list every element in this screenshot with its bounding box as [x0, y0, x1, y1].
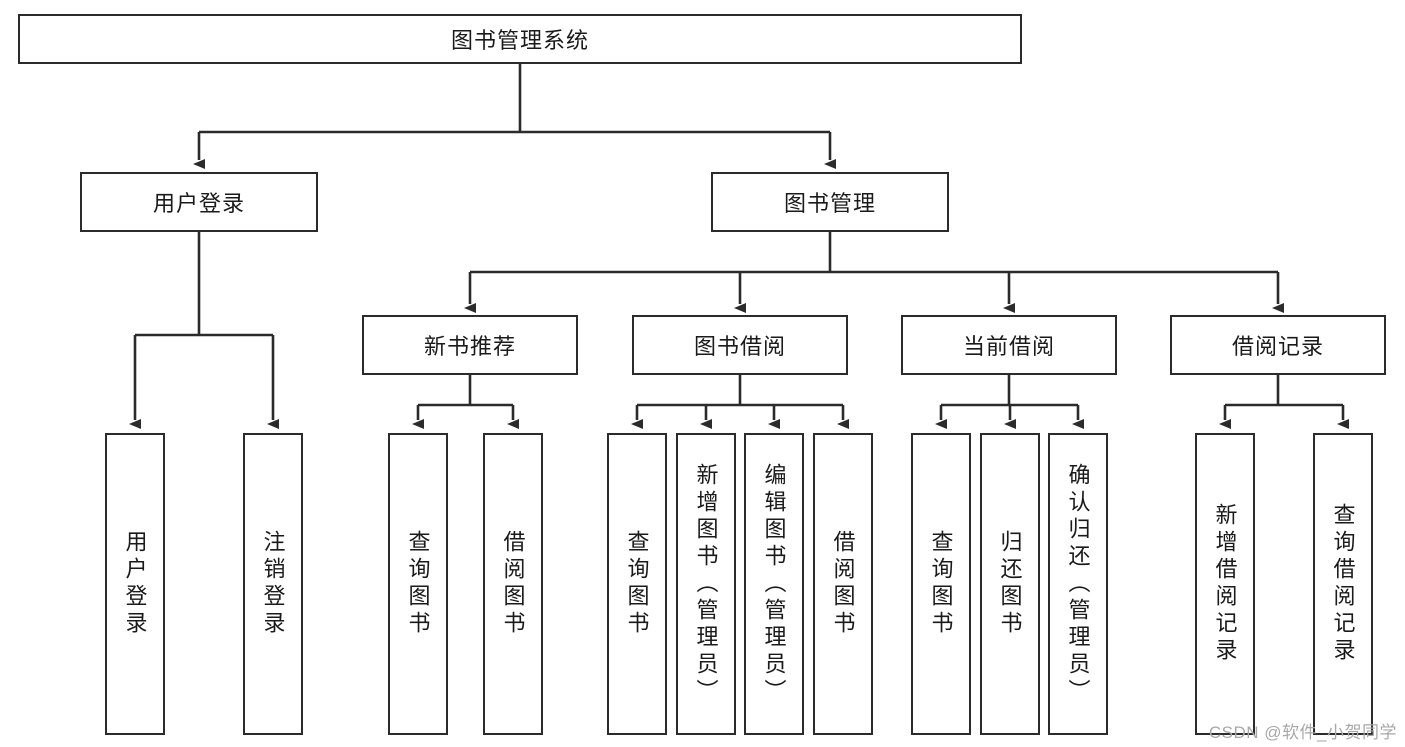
node-book-borrow-label: 图书借阅	[693, 334, 786, 359]
node-current-borrow[interactable]: 当前借阅	[901, 315, 1117, 375]
node-leaf-borrow-edit-book-label: 编辑图书（管理员）	[761, 462, 787, 706]
node-leaf-current-return-book[interactable]: 归还图书	[980, 433, 1040, 735]
node-new-book-recommend[interactable]: 新书推荐	[362, 315, 578, 375]
node-leaf-record-add-label: 新增借阅记录	[1212, 503, 1238, 665]
node-book-borrow[interactable]: 图书借阅	[632, 315, 848, 375]
node-leaf-recommend-borrow-book[interactable]: 借阅图书	[483, 433, 543, 735]
node-leaf-user-login[interactable]: 用户登录	[105, 433, 165, 735]
node-root[interactable]: 图书管理系统	[18, 14, 1022, 64]
node-leaf-borrow-edit-book[interactable]: 编辑图书（管理员）	[744, 433, 804, 735]
node-leaf-borrow-add-book[interactable]: 新增图书（管理员）	[676, 433, 736, 735]
node-borrow-record-label: 借阅记录	[1231, 334, 1324, 359]
node-user-login-label: 用户登录	[152, 191, 245, 216]
node-leaf-current-query-book[interactable]: 查询图书	[911, 433, 971, 735]
node-book-manage[interactable]: 图书管理	[711, 172, 949, 232]
node-leaf-borrow-borrow-book[interactable]: 借阅图书	[813, 433, 873, 735]
node-leaf-record-query-label: 查询借阅记录	[1330, 503, 1356, 665]
node-leaf-record-query[interactable]: 查询借阅记录	[1313, 433, 1373, 735]
node-leaf-user-login-label: 用户登录	[122, 530, 148, 638]
node-leaf-recommend-query-book[interactable]: 查询图书	[388, 433, 448, 735]
node-leaf-recommend-query-book-label: 查询图书	[405, 530, 431, 638]
node-leaf-user-logout-label: 注销登录	[260, 530, 286, 638]
node-book-manage-label: 图书管理	[783, 191, 876, 216]
node-current-borrow-label: 当前借阅	[962, 334, 1055, 359]
node-leaf-borrow-query-book-label: 查询图书	[624, 530, 650, 638]
node-new-book-recommend-label: 新书推荐	[423, 334, 516, 359]
node-leaf-recommend-borrow-book-label: 借阅图书	[500, 530, 526, 638]
node-leaf-borrow-borrow-book-label: 借阅图书	[830, 530, 856, 638]
node-borrow-record[interactable]: 借阅记录	[1170, 315, 1386, 375]
node-leaf-borrow-add-book-label: 新增图书（管理员）	[693, 462, 719, 706]
node-leaf-borrow-query-book[interactable]: 查询图书	[607, 433, 667, 735]
node-user-login[interactable]: 用户登录	[80, 172, 318, 232]
node-leaf-current-confirm-return-label: 确认归还（管理员）	[1065, 462, 1091, 706]
node-leaf-user-logout[interactable]: 注销登录	[243, 433, 303, 735]
node-leaf-current-confirm-return[interactable]: 确认归还（管理员）	[1048, 433, 1108, 735]
node-leaf-current-query-book-label: 查询图书	[928, 530, 954, 638]
node-leaf-record-add[interactable]: 新增借阅记录	[1195, 433, 1255, 735]
node-root-label: 图书管理系统	[450, 28, 589, 53]
node-leaf-current-return-book-label: 归还图书	[997, 530, 1023, 638]
